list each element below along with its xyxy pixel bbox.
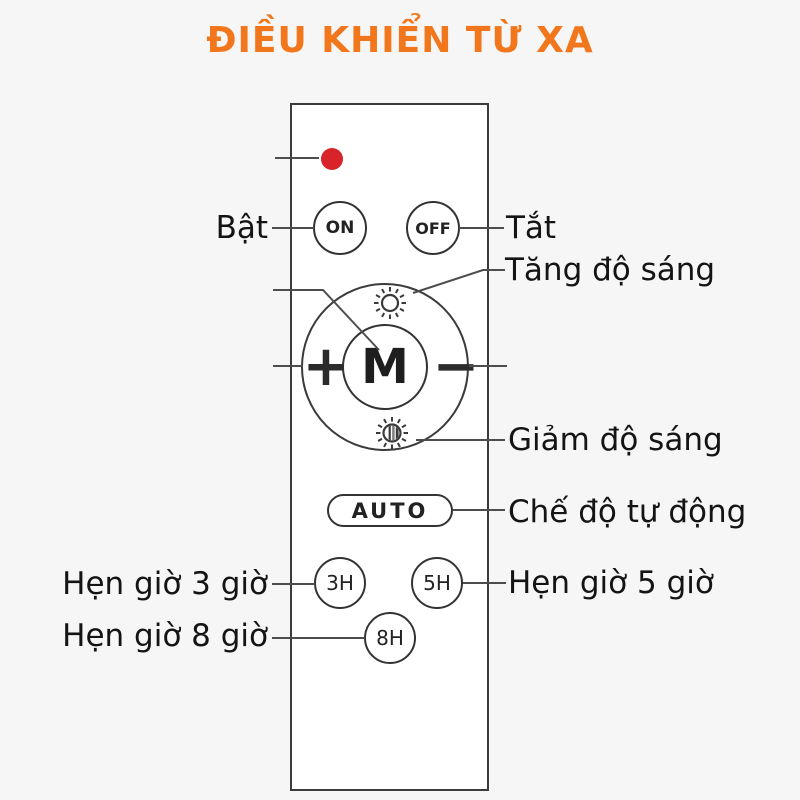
plus-icon[interactable]: + bbox=[302, 333, 350, 399]
timer-8h-button[interactable]: 8H bbox=[364, 612, 416, 664]
label-brightness-down: Giảm độ sáng bbox=[508, 422, 723, 458]
label-power-off: Tắt bbox=[506, 210, 557, 246]
on-button[interactable]: ON bbox=[313, 201, 367, 255]
timer-3h-button[interactable]: 3H bbox=[314, 557, 366, 609]
label-timer-8h: Hẹn giờ 8 giờ bbox=[62, 618, 268, 654]
auto-button[interactable]: AUTO bbox=[327, 494, 453, 527]
label-timer-5h: Hẹn giờ 5 giờ bbox=[508, 565, 714, 601]
timer-5h-button[interactable]: 5H bbox=[411, 557, 463, 609]
label-auto-mode: Chế độ tự động bbox=[508, 494, 747, 530]
sun-dim-icon bbox=[375, 416, 409, 450]
off-button[interactable]: OFF bbox=[406, 201, 460, 255]
label-brightness-up: Tăng độ sáng bbox=[505, 252, 716, 288]
label-power-on: Bật bbox=[215, 210, 268, 246]
power-led bbox=[321, 148, 343, 170]
minus-icon[interactable]: − bbox=[432, 333, 480, 399]
sun-bright-icon bbox=[373, 286, 407, 320]
mode-button[interactable]: M bbox=[342, 324, 428, 410]
page-title: ĐIỀU KHIỂN TỪ XA bbox=[206, 20, 594, 61]
label-timer-3h: Hẹn giờ 3 giờ bbox=[62, 566, 268, 602]
